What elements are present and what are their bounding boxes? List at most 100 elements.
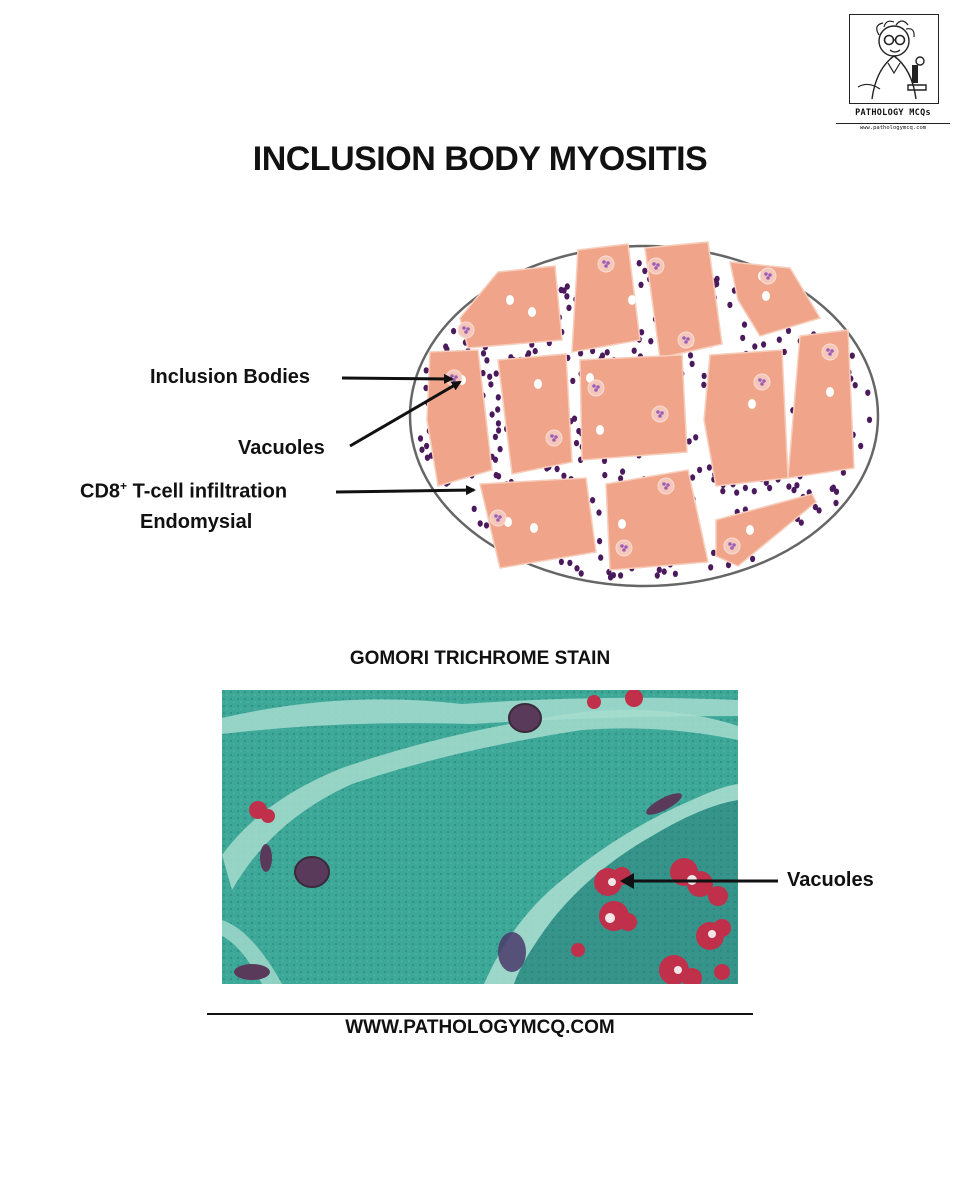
cd8-rest-text: T-cell infiltration bbox=[127, 480, 288, 503]
lymphocyte-dot bbox=[620, 468, 626, 475]
lymphocyte-dot bbox=[484, 357, 490, 364]
lymphocyte-dot bbox=[849, 352, 855, 359]
lymphocyte-dot bbox=[750, 555, 756, 563]
lymphocyte-dot bbox=[558, 286, 564, 294]
vacuoles-label: Vacuoles bbox=[238, 437, 325, 459]
lymphocyte-dot bbox=[767, 484, 773, 492]
lymphocyte-dot bbox=[618, 572, 624, 579]
cd8-infiltration-label: CD8+ T-cell infiltration bbox=[80, 479, 287, 504]
lymphocyte-dot bbox=[604, 349, 610, 356]
vacuoles-pointer-arrow bbox=[620, 873, 778, 889]
lymphocyte-dot bbox=[852, 382, 858, 389]
muscle-fiber bbox=[459, 265, 563, 349]
lymphocyte-dot bbox=[833, 499, 839, 507]
inclusion-body bbox=[759, 267, 777, 285]
lymphocyte-dot bbox=[740, 334, 746, 342]
lymphocyte-dot bbox=[573, 439, 580, 447]
lymphocyte-dot bbox=[661, 568, 667, 575]
lymphocyte-dot bbox=[480, 369, 486, 377]
lymphocyte-dot bbox=[706, 464, 713, 471]
lymphocyte-dot bbox=[598, 554, 604, 561]
lymphocyte-dot bbox=[574, 565, 580, 572]
lymphocyte-dot bbox=[424, 442, 430, 450]
gomori-trichrome-micrograph bbox=[222, 690, 738, 984]
lymphocyte-dot bbox=[642, 267, 648, 275]
muscle-fiber bbox=[497, 353, 573, 475]
muscle-fiber bbox=[426, 349, 493, 487]
inclusion-bodies-label: Inclusion Bodies bbox=[150, 366, 311, 388]
lymphocyte-dot bbox=[496, 473, 502, 480]
lymphocyte-dot bbox=[734, 489, 740, 496]
inclusion-body bbox=[657, 477, 675, 495]
lymphocyte-dot bbox=[590, 347, 596, 355]
inclusion-body bbox=[615, 539, 633, 557]
lymphocyte-dot bbox=[725, 561, 732, 569]
lymphocyte-dot bbox=[566, 304, 572, 311]
lymphocyte-dot bbox=[532, 347, 538, 355]
inclusion-body bbox=[821, 343, 839, 361]
lymphocyte-dot bbox=[451, 327, 457, 335]
vacuole bbox=[748, 399, 756, 409]
nucleus bbox=[498, 932, 526, 972]
vacuole bbox=[596, 425, 604, 435]
lymphocyte-dot bbox=[423, 367, 429, 374]
inclusion-body bbox=[597, 255, 615, 273]
muscle-fiber bbox=[579, 354, 688, 461]
inclusion-body bbox=[587, 379, 605, 397]
lymphocyte-dot bbox=[751, 488, 757, 495]
lymphocyte-dot bbox=[761, 341, 767, 348]
rimmed-vacuoles bbox=[249, 690, 731, 984]
lymphocyte-dot bbox=[816, 507, 822, 514]
professor-microscope-icon bbox=[857, 20, 927, 100]
endomysium bbox=[222, 697, 738, 734]
lymphocyte-dot bbox=[492, 456, 498, 463]
lymphocyte-dot bbox=[424, 454, 430, 461]
inclusion-body bbox=[545, 429, 563, 447]
inclusion-body bbox=[677, 331, 695, 349]
vacuole bbox=[686, 367, 694, 377]
lymphocyte-dot bbox=[601, 457, 608, 464]
lymphocyte-dot bbox=[578, 570, 584, 577]
lymphocyte-dot bbox=[554, 465, 560, 473]
vacuole bbox=[528, 307, 536, 317]
lymphocyte-dot bbox=[590, 497, 596, 504]
lymphocyte-dot bbox=[602, 471, 608, 479]
lymphocyte-dot bbox=[495, 406, 501, 413]
lymphocyte-dot bbox=[689, 360, 695, 368]
endomysial-label: Endomysial bbox=[140, 511, 253, 533]
muscle-fiber bbox=[715, 493, 817, 567]
lymphocyte-dot bbox=[477, 520, 483, 527]
lymphocyte-dot bbox=[564, 293, 570, 300]
lymphocyte-dot bbox=[497, 445, 503, 453]
lymphocyte-dot bbox=[561, 472, 567, 479]
lymphocyte-dot bbox=[720, 487, 726, 495]
lymphocyte-dot bbox=[701, 381, 707, 388]
lymphocyte-dot bbox=[596, 509, 602, 516]
muscle-fiber bbox=[787, 329, 855, 479]
vacuole bbox=[506, 295, 514, 305]
lymphocyte-dot bbox=[419, 446, 425, 453]
vacuoles-pointer bbox=[349, 380, 462, 448]
inclusion-body bbox=[723, 537, 741, 555]
pathology-mcqs-logo bbox=[849, 14, 939, 104]
lymphocyte-dot bbox=[417, 435, 424, 442]
lymphocyte-dot bbox=[794, 482, 800, 489]
lymphocyte-dot bbox=[648, 338, 654, 345]
lymphocyte-dot bbox=[443, 343, 449, 350]
lymphocyte-dot bbox=[496, 427, 502, 434]
lymphocyte-dot bbox=[638, 281, 644, 288]
vacuole bbox=[534, 379, 542, 389]
vacuole bbox=[530, 523, 538, 533]
lymphocyte-dot bbox=[866, 416, 873, 423]
lymphocyte-dot bbox=[786, 483, 792, 490]
vacuole bbox=[628, 295, 636, 305]
lymphocyte-dot bbox=[672, 570, 679, 577]
lymphocyte-dot bbox=[493, 370, 499, 377]
lymphocyte-dot bbox=[741, 321, 748, 328]
lymphocyte-dot bbox=[578, 350, 584, 357]
nucleus bbox=[508, 703, 542, 733]
vacuole bbox=[618, 519, 626, 529]
nucleus bbox=[294, 856, 330, 888]
cd8-superscript: + bbox=[120, 479, 128, 493]
inclusion-body bbox=[489, 509, 507, 527]
